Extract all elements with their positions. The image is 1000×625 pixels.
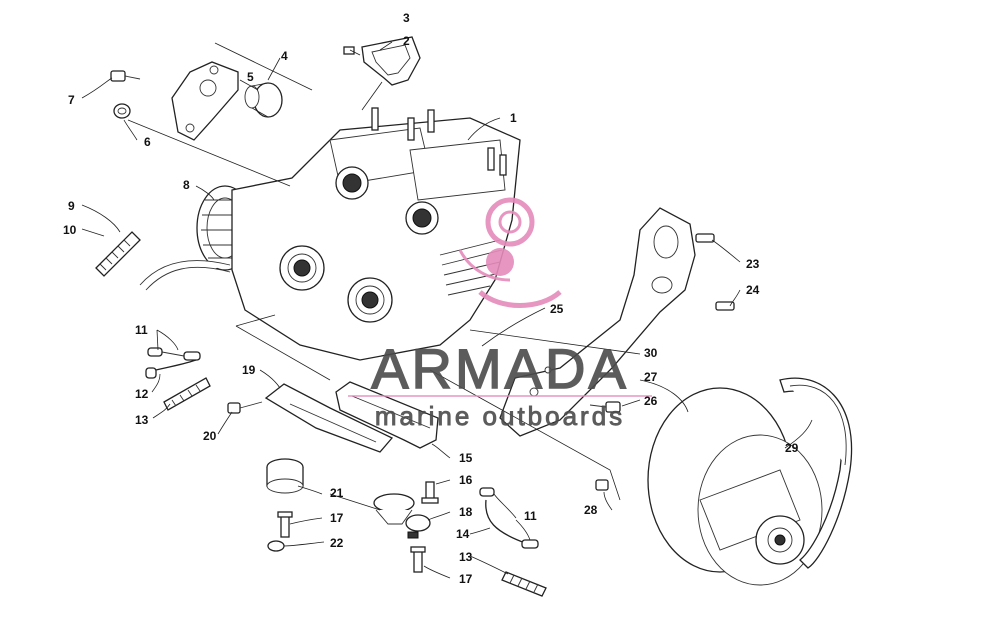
callout-19: 19 [242,363,256,377]
watermark-brand: ARMADA [371,337,629,400]
callout-14: 14 [456,527,470,541]
callout-11-upper: 11 [135,323,148,337]
callout-20: 20 [203,429,217,443]
callout-22: 22 [330,536,344,550]
part-26-bolt [589,401,621,413]
callout-labels: 1 2 3 4 5 6 7 8 9 10 11 12 13 19 20 21 1… [63,11,799,586]
watermark-logo-mark [458,197,562,308]
part-11-clamps-upper [147,347,201,361]
callout-12: 12 [135,387,149,401]
callout-2: 2 [403,34,410,48]
callout-27: 27 [644,370,658,384]
callout-1: 1 [510,111,517,125]
part-13-spring-lower [501,571,547,597]
part-17-bolt-lower [410,546,426,573]
part-18-clamp [405,514,431,539]
part-20-bolt [227,401,263,414]
part-16-bolt [421,481,439,504]
part-14-hose [479,487,539,549]
leader-lines [81,41,813,579]
watermark: ARMADA marine outboards [348,197,652,431]
callout-21: 21 [330,486,344,500]
part-28-screw [595,479,609,491]
callout-10: 10 [63,223,77,237]
part-23-bolt [695,233,715,243]
callout-11-lower: 11 [524,509,537,523]
callout-3: 3 [403,11,410,25]
callout-13-upper: 13 [135,413,149,427]
callout-26: 26 [644,394,658,408]
callout-9: 9 [68,199,75,213]
callout-23: 23 [746,257,760,271]
part-5-roller [244,82,283,118]
callout-17-lower: 17 [459,572,473,586]
part-29-drive-belt [779,377,853,569]
callout-18: 18 [459,505,473,519]
part-1-engine-block [139,107,521,361]
callout-30: 30 [644,346,658,360]
part-9-10-spring-hose [95,231,141,277]
part-24-bolt [715,301,735,311]
part-12-hose [145,359,197,379]
part-22-nut [267,540,285,552]
callout-16: 16 [459,473,473,487]
callout-8: 8 [183,178,190,192]
watermark-tagline: marine outboards [375,401,625,431]
part-19-mount-bracket [264,383,394,453]
part-4-bracket [171,61,239,141]
callout-5: 5 [247,70,254,84]
part-2-handle-grip [361,36,421,111]
callout-6: 6 [144,135,151,149]
part-25-engine-plate [499,207,696,437]
part-21-isolator-left [266,458,304,494]
callout-7: 7 [68,93,75,107]
part-7-bolt [110,70,141,82]
callout-24: 24 [746,283,760,297]
part-13-spring-upper [163,377,211,411]
callout-17-upper: 17 [330,511,344,525]
callout-15: 15 [459,451,473,465]
part-17-bolt-upper [277,511,293,538]
part-3-clip [343,46,355,55]
part-15-mount-bracket [335,381,439,449]
part-30-pin [544,366,552,374]
callout-25: 25 [550,302,564,316]
part-21-isolator-right [373,493,415,525]
callout-4: 4 [281,49,288,63]
part-6-bushing [113,103,131,119]
callout-29: 29 [785,441,799,455]
callout-28: 28 [584,503,598,517]
part-27-clutch [647,387,823,586]
callout-13-lower: 13 [459,550,473,564]
